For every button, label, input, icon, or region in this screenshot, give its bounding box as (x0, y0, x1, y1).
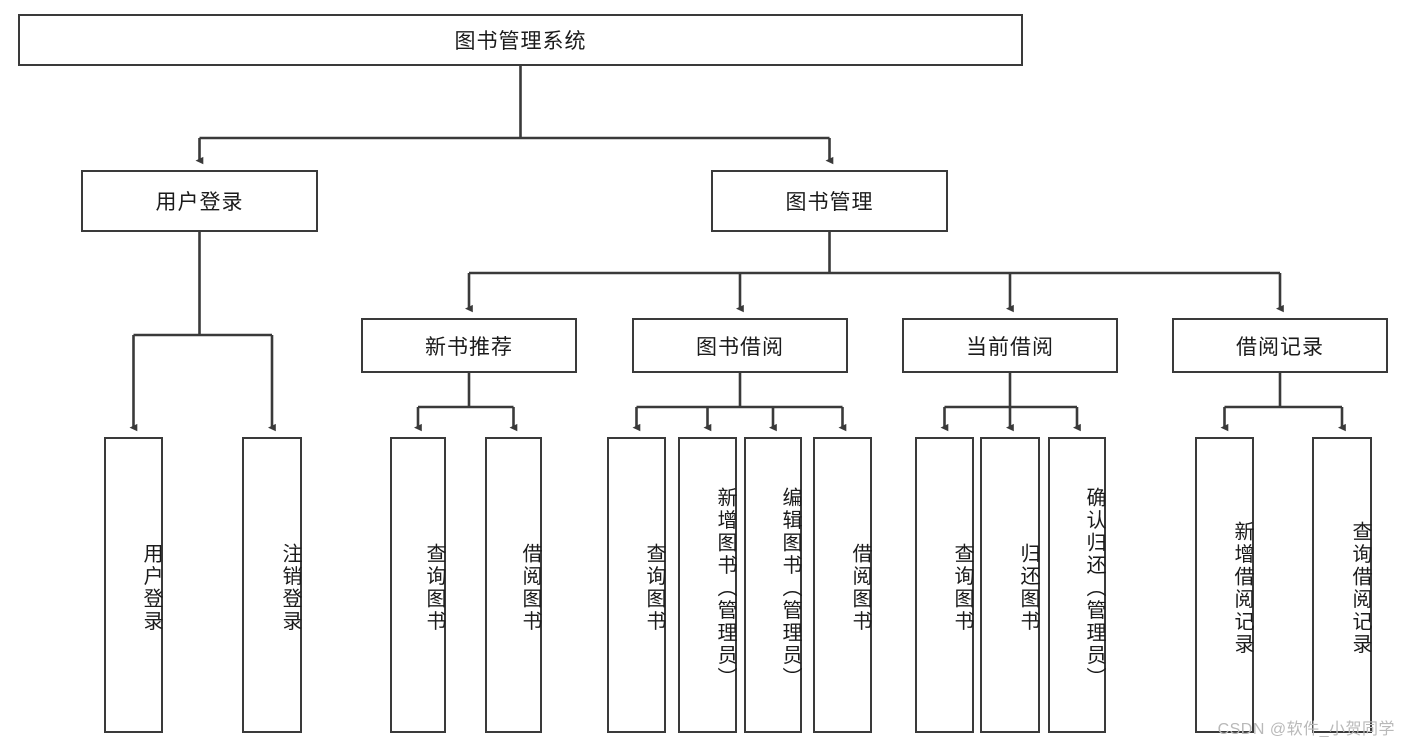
node-leaf-borrow-book-2[interactable]: 借阅图书 (813, 437, 872, 733)
node-label-borrow-record: 借阅记录 (1236, 335, 1324, 359)
node-label-leaf-return-book: 归还图书 (1017, 543, 1039, 633)
node-user-login[interactable]: 用户登录 (81, 170, 318, 232)
node-leaf-borrow-book-1[interactable]: 借阅图书 (485, 437, 542, 733)
node-label-leaf-borrow-book-2: 借阅图书 (849, 543, 871, 633)
node-borrow-record[interactable]: 借阅记录 (1172, 318, 1388, 373)
node-label-leaf-add-book: 新增图书（管理员） (714, 486, 736, 690)
node-label-user-login: 用户登录 (155, 191, 244, 214)
node-label-leaf-query-record: 查询借阅记录 (1349, 520, 1371, 656)
node-label-book-manage: 图书管理 (785, 191, 874, 214)
node-leaf-query-book-2[interactable]: 查询图书 (607, 437, 666, 733)
node-label-leaf-query-book-3: 查询图书 (951, 543, 973, 633)
node-leaf-query-book-1[interactable]: 查询图书 (390, 437, 446, 733)
node-leaf-add-record[interactable]: 新增借阅记录 (1195, 437, 1254, 733)
node-leaf-return-book[interactable]: 归还图书 (980, 437, 1040, 733)
node-leaf-edit-book[interactable]: 编辑图书（管理员） (744, 437, 802, 733)
node-book-manage[interactable]: 图书管理 (711, 170, 948, 232)
node-label-leaf-edit-book: 编辑图书（管理员） (779, 486, 801, 690)
node-new-book-rec[interactable]: 新书推荐 (361, 318, 577, 373)
node-label-leaf-query-book-2: 查询图书 (643, 543, 665, 633)
node-label-leaf-borrow-book-1: 借阅图书 (519, 543, 541, 633)
node-current-borrow[interactable]: 当前借阅 (902, 318, 1118, 373)
node-leaf-confirm-return[interactable]: 确认归还（管理员） (1048, 437, 1106, 733)
watermark: CSDN @软件_小贺同学 (1217, 721, 1395, 738)
node-leaf-query-book-3[interactable]: 查询图书 (915, 437, 974, 733)
node-label-book-borrow: 图书借阅 (696, 335, 784, 359)
node-leaf-user-login[interactable]: 用户登录 (104, 437, 163, 733)
node-leaf-add-book[interactable]: 新增图书（管理员） (678, 437, 737, 733)
node-label-root: 图书管理系统 (454, 30, 587, 53)
node-root[interactable]: 图书管理系统 (18, 14, 1023, 66)
node-label-leaf-confirm-return: 确认归还（管理员） (1083, 486, 1105, 690)
node-leaf-query-record[interactable]: 查询借阅记录 (1312, 437, 1372, 733)
node-label-current-borrow: 当前借阅 (966, 335, 1054, 359)
node-book-borrow[interactable]: 图书借阅 (632, 318, 848, 373)
node-leaf-logout[interactable]: 注销登录 (242, 437, 302, 733)
node-label-new-book-rec: 新书推荐 (425, 335, 513, 359)
node-label-leaf-user-login: 用户登录 (140, 543, 162, 633)
node-label-leaf-add-record: 新增借阅记录 (1231, 520, 1253, 656)
node-label-leaf-logout: 注销登录 (279, 543, 301, 633)
node-label-leaf-query-book-1: 查询图书 (423, 543, 445, 633)
